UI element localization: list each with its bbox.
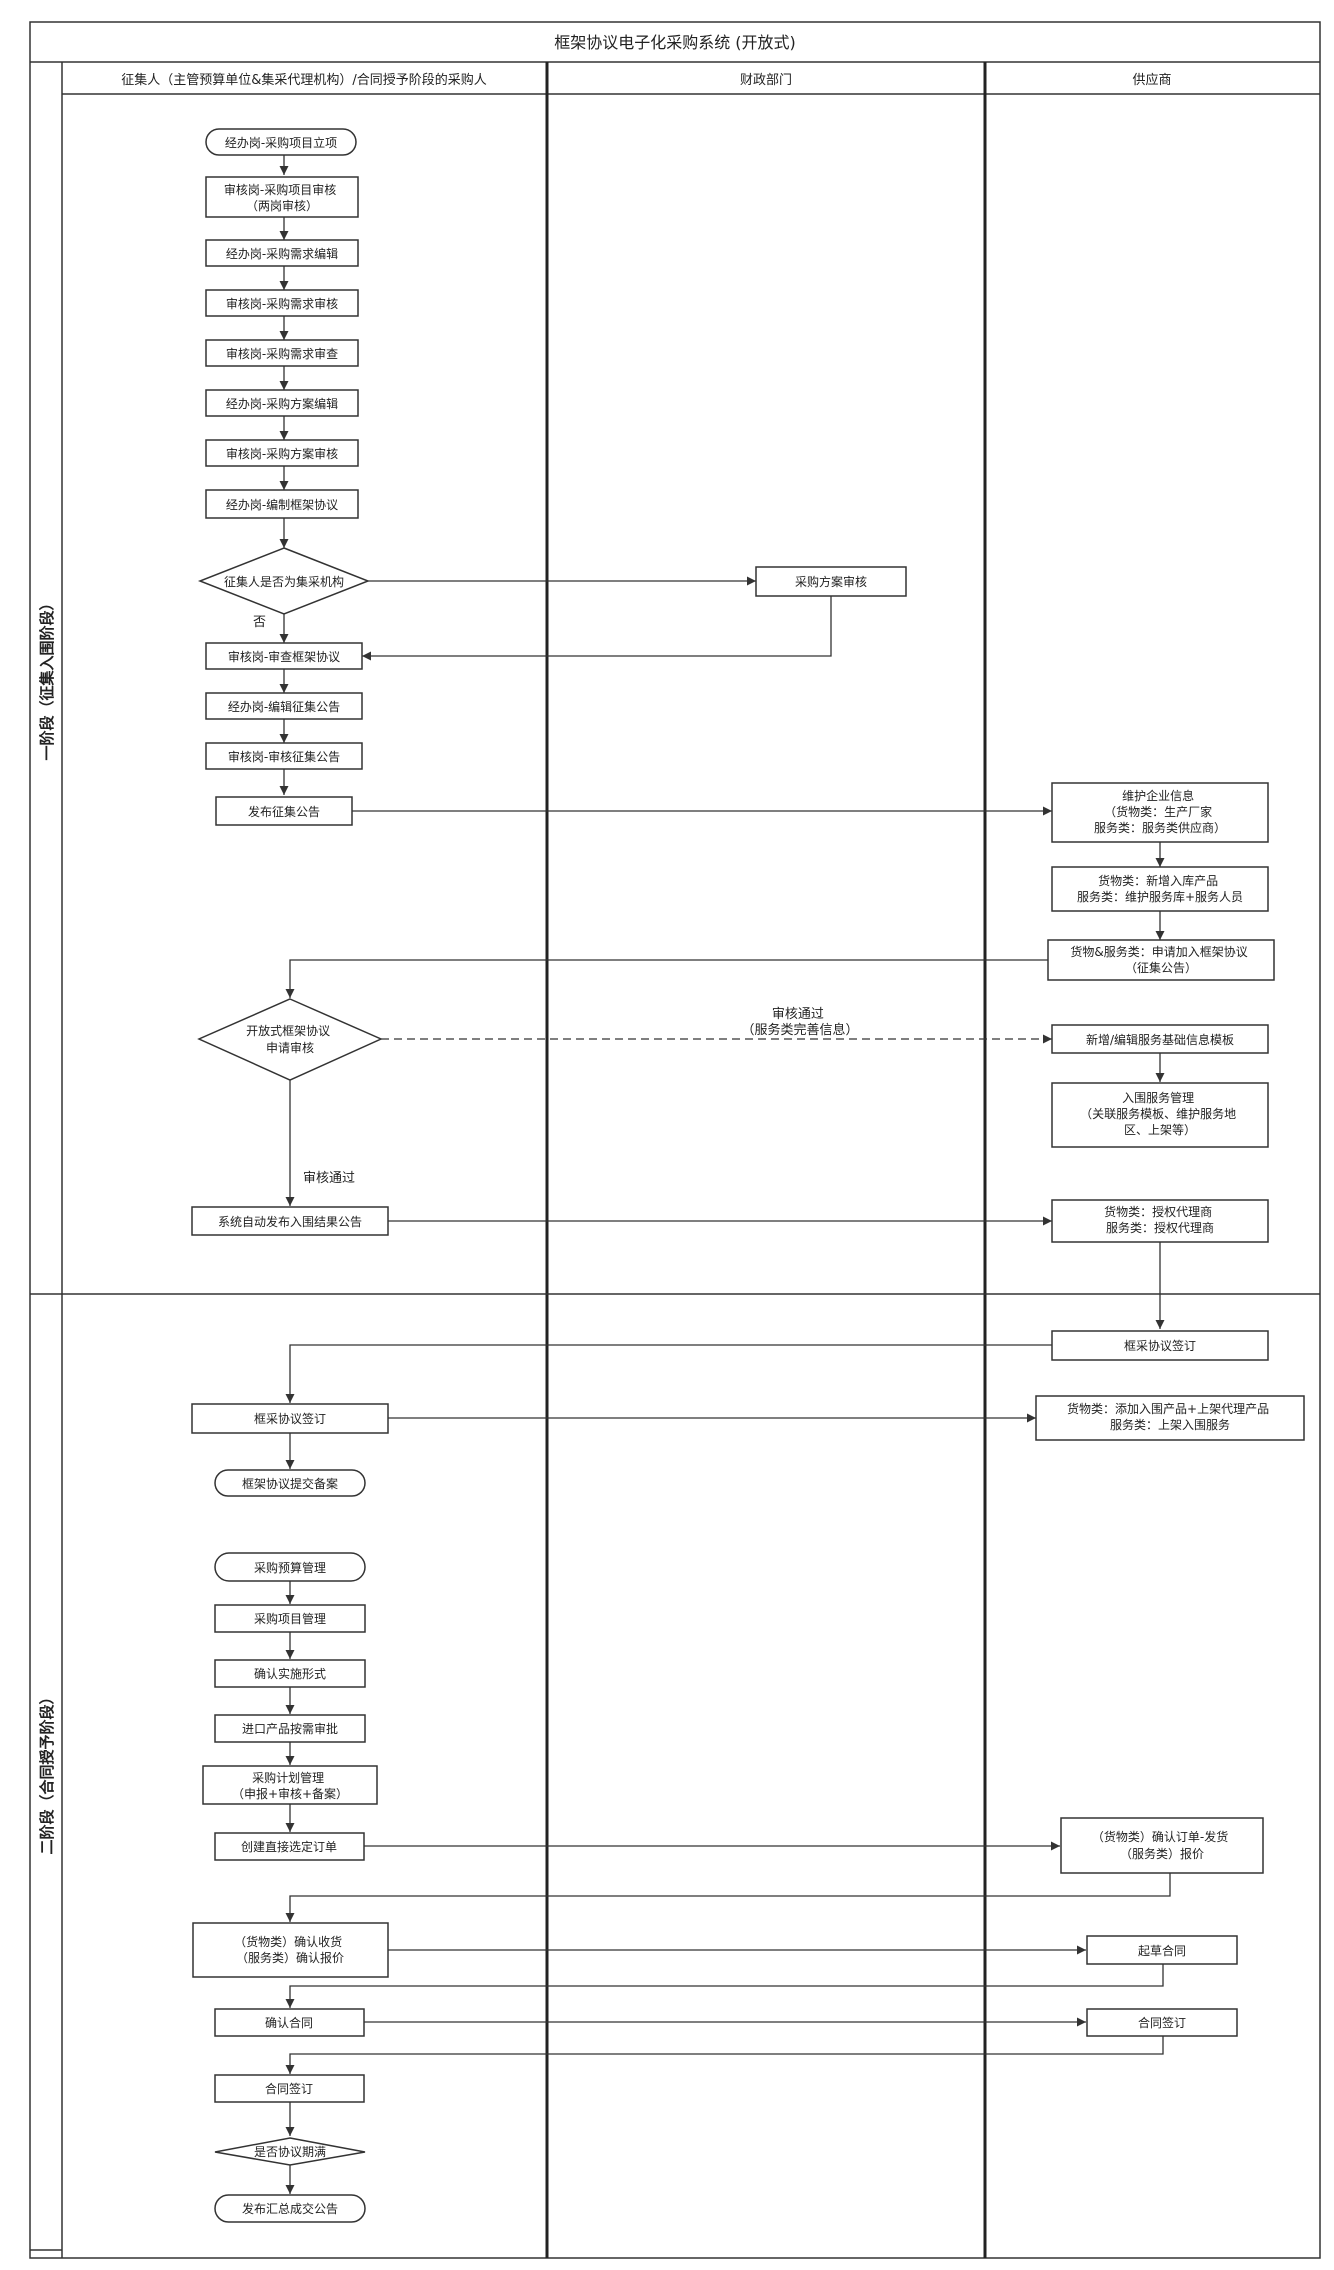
svg-text:创建直接选定订单: 创建直接选定订单 bbox=[241, 1839, 337, 1854]
svg-text:货物类：新增入库产品 服务类：维护服务库+服务人: 货物类：新增入库产品 服务类：维护服务库+服务人员 bbox=[1077, 873, 1243, 904]
svg-text:合同签订: 合同签订 bbox=[265, 2081, 313, 2096]
node-procurement-plan: 采购计划管理 （申报+审核+备案） bbox=[202, 1765, 378, 1805]
node-authorize-agent: 货物类：授权代理商 服务类：授权代理商 bbox=[1051, 1199, 1269, 1243]
svg-text:审核岗-采购需求审查: 审核岗-采购需求审查 bbox=[226, 346, 338, 361]
svg-text:发布征集公告: 发布征集公告 bbox=[248, 804, 320, 819]
svg-text:审核岗-审查框架协议: 审核岗-审查框架协议 bbox=[228, 649, 340, 664]
svg-text:征集人是否为集采机构: 征集人是否为集采机构 bbox=[224, 574, 344, 589]
node-apply-framework: 货物&服务类：申请加入框架协议 （征集公告） bbox=[1047, 939, 1275, 981]
svg-text:经办岗-采购项目立项: 经办岗-采购项目立项 bbox=[225, 135, 337, 150]
node-sign-framework: 框采协议签订 bbox=[191, 1403, 389, 1434]
lane-header-finance: 财政部门 bbox=[740, 73, 792, 88]
node-import-approval: 进口产品按需审批 bbox=[214, 1714, 366, 1743]
svg-text:发布汇总成交公告: 发布汇总成交公告 bbox=[242, 2201, 338, 2216]
svg-text:货物&服务类：申请加入框架协议 （征集公告）: 货物&服务类：申请加入框架协议 （征集公告） bbox=[1070, 944, 1251, 975]
svg-text:入围服务管理 （关联服务模板、维护服务地: 入围服务管理 （关联服务模板、维护服务地 区、上架等） bbox=[1080, 1090, 1240, 1137]
node-requirement-edit: 经办岗-采购需求编辑 bbox=[205, 239, 359, 267]
lane-header-collector: 征集人（主管预算单位&集采代理机构）/合同授予阶段的采购人 bbox=[121, 72, 487, 88]
node-list-products: 货物类：添加入围产品+上架代理产品 服务类：上架入围服务 bbox=[1035, 1395, 1305, 1441]
svg-text:框架协议提交备案: 框架协议提交备案 bbox=[242, 1476, 338, 1491]
node-finance-plan-review: 采购方案审核 bbox=[755, 566, 907, 597]
edge-label-approved-dashed: 审核通过 （服务类完善信息） bbox=[741, 1007, 858, 1038]
svg-text:审核岗-采购方案审核: 审核岗-采购方案审核 bbox=[226, 446, 338, 461]
node-confirm-contract: 确认合同 bbox=[214, 2008, 365, 2037]
node-project-review: 审核岗-采购项目审核 （两岗审核） bbox=[205, 176, 359, 218]
svg-text:是否协议期满: 是否协议期满 bbox=[254, 2144, 326, 2159]
edge-label-no: 否 bbox=[253, 615, 266, 630]
svg-text:（货物类）确认订单-发货 （服务类）报价: （货物类）确认订单-发货 （服务类）报价 bbox=[1092, 1829, 1232, 1861]
node-notice-edit: 经办岗-编辑征集公告 bbox=[205, 692, 363, 720]
svg-text:经办岗-采购需求编辑: 经办岗-采购需求编辑 bbox=[226, 246, 338, 261]
node-supplier-sign-framework: 框采协议签订 bbox=[1051, 1330, 1269, 1361]
svg-text:框采协议签订: 框采协议签订 bbox=[1124, 1338, 1196, 1353]
svg-text:采购计划管理 （申报+审核+备案）: 采购计划管理 （申报+审核+备案） bbox=[232, 1770, 348, 1801]
svg-text:确认合同: 确认合同 bbox=[265, 2015, 313, 2030]
node-supplier-sign-contract: 合同签订 bbox=[1086, 2008, 1238, 2037]
node-maintain-company-info: 维护企业信息 （货物类：生产厂家 服务类：服务类供应商） bbox=[1051, 782, 1269, 843]
decision-is-central-agency: 征集人是否为集采机构 bbox=[197, 547, 371, 615]
node-confirm-receipt: （货物类）确认收货 （服务类）确认报价 bbox=[192, 1922, 389, 1978]
svg-text:审核岗-采购项目审核 （两岗审核）: 审核岗-采购项目审核 （两岗审核） bbox=[224, 182, 340, 213]
node-sign-contract: 合同签订 bbox=[214, 2074, 365, 2103]
svg-text:货物类：授权代理商 服务类：授权代理商: 货物类：授权代理商 服务类：授权代理商 bbox=[1104, 1204, 1216, 1235]
node-framework-draft: 经办岗-编制框架协议 bbox=[205, 489, 359, 519]
diagram-title: 框架协议电子化采购系统 (开放式) bbox=[554, 33, 796, 52]
node-plan-review: 审核岗-采购方案审核 bbox=[205, 439, 359, 467]
phase-2-label: 二阶段（合同授予阶段） bbox=[38, 1689, 56, 1854]
svg-text:审核岗-采购需求审核: 审核岗-采购需求审核 bbox=[226, 296, 338, 311]
svg-text:维护企业信息 （货物类：生产厂家 服: 维护企业信息 （货物类：生产厂家 服务类：服务类供应商） bbox=[1094, 788, 1226, 835]
node-notice-review: 审核岗-审核征集公告 bbox=[205, 742, 363, 770]
phase-1-label: 一阶段（征集入围阶段） bbox=[38, 595, 56, 760]
edge-label-approved: 审核通过 bbox=[303, 1171, 355, 1186]
decision-open-framework-review: 开放式框架协议 申请审核 bbox=[197, 998, 383, 1081]
decision-agreement-expired: 是否协议期满 bbox=[214, 2137, 366, 2166]
svg-text:经办岗-编辑征集公告: 经办岗-编辑征集公告 bbox=[228, 699, 340, 714]
node-project-setup: 经办岗-采购项目立项 bbox=[205, 128, 357, 156]
node-requirement-review: 审核岗-采购需求审核 bbox=[205, 289, 359, 317]
node-draft-contract: 起草合同 bbox=[1086, 1935, 1238, 1965]
lane-header-supplier: 供应商 bbox=[1132, 72, 1171, 88]
svg-text:经办岗-采购方案编辑: 经办岗-采购方案编辑 bbox=[226, 396, 338, 411]
node-add-products: 货物类：新增入库产品 服务类：维护服务库+服务人员 bbox=[1051, 866, 1269, 912]
node-confirm-implementation: 确认实施形式 bbox=[214, 1659, 366, 1688]
node-project-management: 采购项目管理 bbox=[214, 1604, 366, 1633]
svg-text:进口产品按需审批: 进口产品按需审批 bbox=[242, 1721, 338, 1736]
svg-text:采购方案审核: 采购方案审核 bbox=[795, 574, 867, 589]
node-plan-edit: 经办岗-采购方案编辑 bbox=[205, 389, 359, 417]
node-publish-result: 系统自动发布入围结果公告 bbox=[191, 1206, 389, 1236]
node-publish-notice: 发布征集公告 bbox=[215, 796, 353, 826]
svg-text:采购预算管理: 采购预算管理 bbox=[254, 1560, 326, 1575]
node-publish-summary: 发布汇总成交公告 bbox=[214, 2194, 366, 2223]
svg-text:货物类：添加入围产品+上架代理产品 服务类：上架: 货物类：添加入围产品+上架代理产品 服务类：上架入围服务 bbox=[1067, 1401, 1273, 1432]
svg-text:新增/编辑服务基础信息模板: 新增/编辑服务基础信息模板 bbox=[1086, 1032, 1234, 1047]
svg-text:（货物类）确认收货 （服务类）确认报价: （货物类）确认收货 （服务类）确认报价 bbox=[234, 1934, 346, 1965]
svg-text:经办岗-编制框架协议: 经办岗-编制框架协议 bbox=[226, 497, 338, 512]
svg-text:框采协议签订: 框采协议签订 bbox=[254, 1411, 326, 1426]
swimlane-frame bbox=[29, 21, 1321, 2259]
svg-text:起草合同: 起草合同 bbox=[1138, 1943, 1186, 1958]
node-supplier-confirm-order: （货物类）确认订单-发货 （服务类）报价 bbox=[1060, 1817, 1264, 1874]
node-framework-inspect: 审核岗-审查框架协议 bbox=[205, 642, 363, 670]
svg-text:采购项目管理: 采购项目管理 bbox=[254, 1611, 326, 1626]
svg-text:审核岗-审核征集公告: 审核岗-审核征集公告 bbox=[228, 749, 340, 764]
svg-text:合同签订: 合同签订 bbox=[1138, 2015, 1186, 2030]
node-framework-filing: 框架协议提交备案 bbox=[214, 1469, 366, 1497]
svg-text:系统自动发布入围结果公告: 系统自动发布入围结果公告 bbox=[218, 1214, 362, 1229]
svg-text:开放式框架协议 申请审核: 开放式框架协议 申请审核 bbox=[246, 1023, 334, 1055]
node-direct-order: 创建直接选定订单 bbox=[214, 1832, 365, 1861]
svg-text:确认实施形式: 确认实施形式 bbox=[254, 1666, 326, 1681]
node-service-management: 入围服务管理 （关联服务模板、维护服务地 区、上架等） bbox=[1051, 1082, 1269, 1148]
node-budget-management: 采购预算管理 bbox=[214, 1552, 366, 1582]
node-requirement-inspect: 审核岗-采购需求审查 bbox=[205, 339, 359, 367]
connectors bbox=[279, 155, 1171, 2194]
node-service-template: 新增/编辑服务基础信息模板 bbox=[1051, 1024, 1269, 1054]
